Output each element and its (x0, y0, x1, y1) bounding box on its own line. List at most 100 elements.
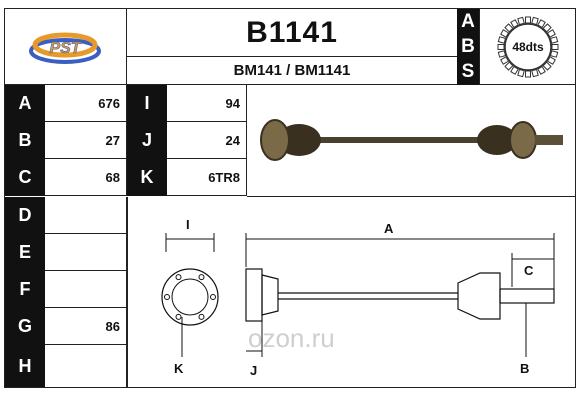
cross-reference: BM141 / BM1141 (233, 62, 351, 79)
gear-tooth (531, 68, 539, 78)
abs-letter-b: B (461, 35, 475, 57)
right-boot (477, 125, 517, 155)
label-a: A (384, 221, 394, 236)
diagram-left-flange (245, 268, 263, 322)
spec-value: 6TR8 (167, 159, 247, 196)
spec-row-7: G 86 (5, 308, 127, 345)
logo-swoosh-orange (32, 32, 98, 58)
gear-tooth (497, 44, 505, 50)
cross-reference-cell: BM141 / BM1141 (127, 57, 457, 85)
spec-letter: I (127, 85, 167, 122)
teeth-count: 48dts (512, 40, 544, 54)
gear-tooth (546, 56, 556, 65)
brand-logo: PST (29, 32, 101, 64)
spec-value: 68 (45, 159, 127, 196)
spec-letter: C (5, 159, 45, 196)
gear-tooth (504, 23, 514, 33)
diagram-right-stub (499, 288, 555, 304)
gear-tooth (500, 29, 510, 38)
spec-row-6: F (5, 271, 127, 308)
spec-letter: E (5, 234, 45, 271)
flange-bolt-hole (198, 313, 205, 320)
spec-letter: J (127, 122, 167, 159)
label-k: K (174, 361, 184, 376)
gear-tooth (537, 65, 546, 75)
dimension-drawing: ozon.ru I K A (161, 217, 555, 378)
label-c: C (524, 263, 534, 278)
diagram-right-boot (457, 272, 501, 320)
gear-tooth (504, 61, 514, 71)
gear-tooth (510, 19, 519, 29)
gear-tooth (542, 61, 552, 71)
drive-shaft-photo (260, 119, 563, 161)
spec-sheet: PST B1141 BM141 / BM1141 A B S 48dts A 6… (4, 8, 576, 388)
shaft-bar (317, 137, 487, 143)
flange-bolt-hole (175, 274, 182, 281)
spec-value: 24 (167, 122, 247, 159)
gear-ring (504, 23, 552, 71)
diagram-left-boot (261, 274, 279, 316)
gear-tooth (525, 16, 531, 24)
label-i: I (186, 217, 190, 232)
gear-tooth (549, 36, 559, 44)
gear-tooth (517, 68, 525, 78)
spec-value (45, 234, 127, 271)
spec-letter: G (5, 308, 45, 345)
gear-tooth (551, 44, 559, 50)
gear-tooth (549, 50, 559, 58)
brand-logo-cell: PST (5, 9, 127, 85)
flange-bolt-hole (198, 274, 205, 281)
gear-tooth (531, 16, 539, 26)
gear-teeth (497, 16, 559, 78)
left-cv-joint (260, 119, 290, 161)
logo-swoosh-blue (29, 38, 101, 64)
spec-letter: D (5, 197, 45, 234)
spec-letter: A (5, 85, 45, 122)
flange-bolts (164, 274, 216, 320)
spec-row-8: H (5, 345, 127, 387)
gear-tooth (500, 56, 510, 65)
flange-outer (161, 268, 219, 326)
spec-letter: K (127, 159, 167, 196)
abs-letter-s: S (461, 60, 475, 82)
spec-row-2: B 27 J 24 (5, 122, 247, 159)
spec-letter: H (5, 345, 45, 387)
spec-value (45, 197, 127, 234)
product-photo (247, 85, 575, 197)
flange-bolt-hole (175, 313, 182, 320)
spec-value: 86 (45, 308, 127, 345)
technical-diagram: ozon.ru I K A (127, 197, 575, 387)
spec-row-3: C 68 K 6TR8 (5, 159, 247, 196)
right-stub (535, 135, 563, 145)
watermark: ozon.ru (248, 323, 335, 353)
part-number-cell: B1141 (127, 9, 457, 57)
gear-tooth (542, 23, 552, 33)
spec-row-1: A 676 I 94 (5, 85, 247, 122)
flange-inner (171, 278, 209, 316)
logo-letters: PST (49, 40, 81, 57)
gear-tooth (510, 65, 519, 75)
abs-letter-a: A (461, 10, 475, 32)
spec-value: 27 (45, 122, 127, 159)
spec-row-5: E (5, 234, 127, 271)
spec-value: 94 (167, 85, 247, 122)
spec-value (45, 271, 127, 308)
label-b: B (520, 361, 529, 376)
teeth-badge-cell: 48dts (479, 9, 575, 85)
spec-row-4: D (5, 197, 127, 234)
spec-value: 676 (45, 85, 127, 122)
gear-tooth (497, 50, 507, 58)
label-j: J (250, 363, 257, 378)
gear-icon (497, 16, 559, 78)
flange-bolt-hole (210, 294, 216, 300)
spec-letter: B (5, 122, 45, 159)
spec-value (45, 345, 127, 387)
spec-letter: F (5, 271, 45, 308)
right-cv-joint (509, 121, 537, 159)
gear-tooth (497, 36, 507, 44)
flange-bolt-hole (164, 294, 170, 300)
abs-column: A B S (457, 9, 479, 85)
gear-tooth (546, 29, 556, 38)
part-number: B1141 (246, 15, 338, 49)
gear-tooth (537, 19, 546, 29)
